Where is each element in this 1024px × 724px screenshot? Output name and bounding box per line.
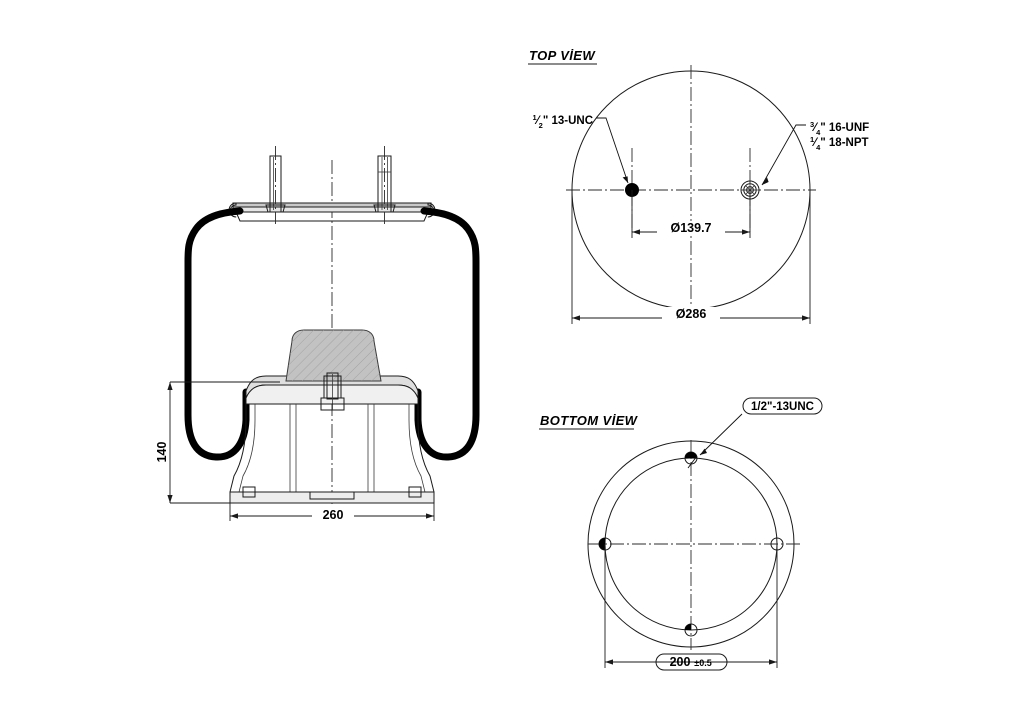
dimension-260: 260 [229, 503, 435, 522]
callout-port-npt-label: 1⁄4" 18-NPT [810, 135, 869, 152]
callout-bottom-thread-label: 1/2"-13UNC [751, 401, 814, 413]
dimension-bolt-spacing-box [655, 653, 728, 671]
center-bolt [320, 372, 345, 411]
top-plate-assembly [228, 146, 436, 224]
dimension-140: 140 [155, 381, 280, 504]
base-recess [309, 491, 355, 500]
top-stud-right [373, 146, 396, 224]
bottom-view-title: BOTTOM VİEW [540, 413, 639, 428]
base-boss-left [242, 486, 256, 498]
bottom-view-bolt-holes [598, 451, 784, 637]
top-bead-right [427, 202, 436, 218]
top-bead-left [228, 202, 237, 218]
dimension-260-label: 260 [323, 508, 344, 522]
dimension-bolt-spacing-label: 200 [670, 655, 691, 669]
dimension-outer-diameter: Ø286 [571, 190, 811, 324]
dimension-bolt-circle-label: Ø139.7 [670, 221, 711, 235]
dimension-bolt-spacing: 200 ±0.5 [604, 544, 778, 671]
bellows-right-wall [414, 207, 480, 461]
dimension-bolt-spacing-tolerance: ±0.5 [694, 658, 711, 668]
rubber-bellows [184, 207, 480, 461]
bump-stop [285, 329, 382, 382]
callout-bottom-thread-box [742, 397, 823, 415]
callout-port-group: 3⁄4" 16-UNF 1⁄4" 18-NPT [761, 120, 869, 186]
callout-stud-unc-label: 1⁄2" 13-UNC [533, 113, 593, 130]
piston-base [229, 403, 435, 504]
top-plate-underside [235, 211, 429, 222]
callout-bottom-thread: 1/2"-13UNC [687, 397, 823, 469]
dimension-outer-diameter-label: Ø286 [676, 307, 707, 321]
callout-stud-unc: 1⁄2" 13-UNC [533, 113, 629, 184]
dimension-140-label: 140 [155, 442, 169, 463]
bump-stop-hatch [286, 330, 381, 381]
top-stud-left [265, 146, 286, 224]
base-boss-right [408, 486, 422, 498]
clamp-ring-lower [245, 384, 419, 405]
bellows-left-wall [184, 207, 250, 461]
bolt-nut [320, 397, 345, 411]
callout-port-unf-label: 3⁄4" 16-UNF [810, 120, 869, 137]
dimension-bolt-circle: Ø139.7 [631, 190, 751, 238]
top-view-title: TOP VİEW [529, 48, 596, 63]
